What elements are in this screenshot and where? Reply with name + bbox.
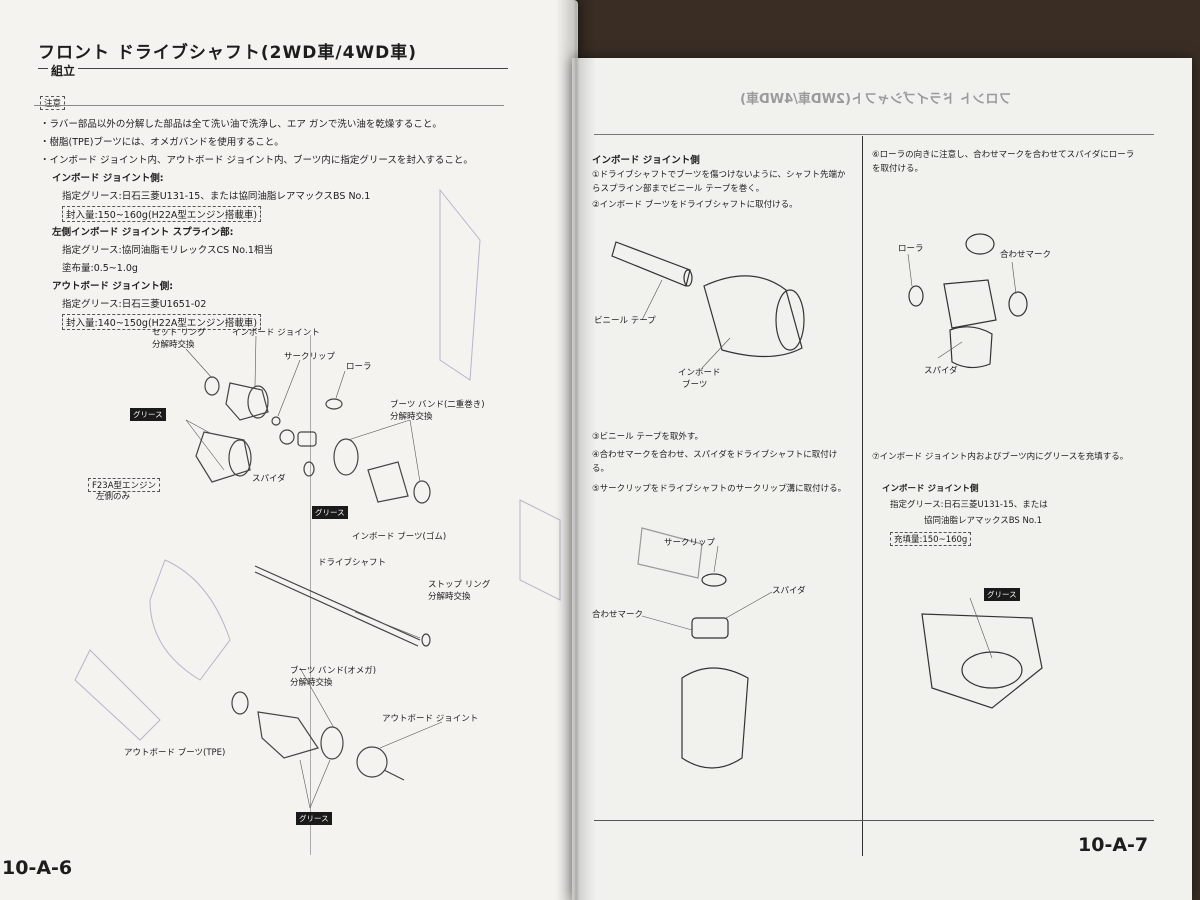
roller-spider-diagram xyxy=(907,233,1043,709)
label-align-mark-r: 合わせマーク xyxy=(592,610,644,620)
grease-tag-2: グリース xyxy=(312,506,348,519)
left-page: フロント ドライブシャフト(2WD車/4WD車) 組立 注意 ・ラバー部品以外の… xyxy=(0,0,578,900)
col2-spec-heading: インボード ジョイント側 xyxy=(882,484,979,494)
grease-tag-3: グリース xyxy=(296,812,332,825)
caution-label: 注意 xyxy=(40,96,66,110)
col1-step3: ③ビニール テープを取外す。 xyxy=(592,432,703,442)
spec-line-4: 左側インボード ジョイント スプライン部: xyxy=(52,227,234,238)
col2-spec-grease-2: 協同油脂レアマックスBS No.1 xyxy=(924,516,1043,526)
spec-line-9: 封入量:140~150g(H22A型エンジン搭載車) xyxy=(62,314,262,330)
label-inboard-boot-2: ブーツ xyxy=(682,380,708,390)
spec-line-5: 指定グリース:協同油脂モリレックスCS No.1相当 xyxy=(62,245,273,256)
label-circlip: サークリップ xyxy=(284,352,336,362)
exploded-driveshaft-diagram xyxy=(74,188,561,809)
col2-step7: ⑦インボード ジョイント内およびブーツ内にグリースを充填する。 xyxy=(872,452,1129,462)
label-outboard-boot-tpe: アウトボード ブーツ(TPE) xyxy=(124,748,226,758)
right-top-rule xyxy=(594,134,1154,135)
label-spider: スパイダ xyxy=(252,474,286,484)
label-vinyl-tape: ビニール テープ xyxy=(594,316,656,326)
label-replace-2: 分解時交換 xyxy=(390,412,433,422)
note-1: ・ラバー部品以外の分解した部品は全て洗い油で洗浄し、エア ガンで洗い油を乾燥する… xyxy=(40,119,442,130)
column-divider xyxy=(310,335,311,855)
caution-rule xyxy=(34,105,504,106)
spec-line-6: 塗布量:0.5~1.0g xyxy=(62,263,138,274)
label-align-mark-r2: 合わせマーク xyxy=(1000,250,1052,260)
label-stop-ring: ストップ リング xyxy=(428,580,491,590)
spec-line-2: 指定グリース:日石三菱U131-15、または協同油脂レアマックスBS No.1 xyxy=(62,191,371,202)
label-inboard-joint: インボード ジョイント xyxy=(232,328,320,338)
spec-line-3: 封入量:150~160g(H22A型エンジン搭載車) xyxy=(62,206,262,222)
label-circlip-r: サークリップ xyxy=(664,538,716,548)
grease-tag-1: グリース xyxy=(130,408,166,421)
col2-spec-fill: 充填量:150~160g xyxy=(890,532,972,546)
col1-step1: ①ドライブシャフトでブーツを傷つけないように、シャフト先端からスプライン部までビ… xyxy=(592,170,846,194)
title-rule xyxy=(38,68,508,69)
label-replace-1: 分解時交換 xyxy=(152,340,195,350)
grease-tag-r: グリース xyxy=(984,588,1020,601)
spec-line-8: 指定グリース:日石三菱U1651-02 xyxy=(62,299,207,310)
col2-spec-grease-1: 指定グリース:日石三菱U131-15、または xyxy=(890,500,1048,510)
label-roller: ローラ xyxy=(346,362,372,372)
right-bottom-rule xyxy=(594,820,1154,821)
spec-line-1: インボード ジョイント側: xyxy=(52,173,164,184)
page-number-right: 10-A-7 xyxy=(1078,834,1149,856)
spec-line-7: アウトボード ジョイント側: xyxy=(52,281,174,292)
label-outboard-joint: アウトボード ジョイント xyxy=(382,714,479,724)
inboard-boot-diagram xyxy=(611,241,805,769)
right-page: フロント ドライブシャフト(2WD車/4WD車) インボード ジョイント側 ①ド… xyxy=(572,58,1192,900)
label-boot-band-double: ブーツ バンド(二重巻き) xyxy=(390,400,485,410)
label-inboard-boot-1: インボード xyxy=(678,368,721,378)
col1-heading: インボード ジョイント側 xyxy=(592,155,700,166)
page-number-left: 10-A-6 xyxy=(2,857,73,879)
note-2: ・樹脂(TPE)ブーツには、オメガバンドを使用すること。 xyxy=(40,137,284,148)
col1-step4: ④合わせマークを合わせ、スパイダをドライブシャフトに取付ける。 xyxy=(592,450,838,474)
label-driveshaft: ドライブシャフト xyxy=(318,558,387,568)
col1-step5: ⑤サークリップをドライブシャフトのサークリップ溝に取付ける。 xyxy=(592,484,847,494)
label-roller-r: ローラ xyxy=(898,244,924,254)
note-3: ・インボード ジョイント内、アウトボード ジョイント内、ブーツ内に指定グリースを… xyxy=(40,155,473,166)
page-title: フロント ドライブシャフト(2WD車/4WD車) xyxy=(38,43,418,63)
section-heading: 組立 xyxy=(48,62,79,79)
right-column-divider xyxy=(862,136,863,856)
label-replace-4: 分解時交換 xyxy=(290,678,333,688)
label-inboard-boot-rubber: インボード ブーツ(ゴム) xyxy=(352,532,447,542)
label-replace-3: 分解時交換 xyxy=(428,592,471,602)
label-set-ring: セット リング xyxy=(152,328,206,338)
label-boot-band-omega: ブーツ バンド(オメガ) xyxy=(290,666,377,676)
col1-step2: ②インボード ブーツをドライブシャフトに取付ける。 xyxy=(592,200,798,210)
label-f23a-1: F23A型エンジン xyxy=(88,478,161,492)
label-f23a-2: 左側のみ xyxy=(96,492,131,502)
col2-step6: ⑥ローラの向きに注意し、合わせマークを合わせてスパイダにローラを取付ける。 xyxy=(872,150,1135,174)
label-spider-r: スパイダ xyxy=(772,586,806,596)
label-spider-r2: スパイダ xyxy=(924,366,958,376)
